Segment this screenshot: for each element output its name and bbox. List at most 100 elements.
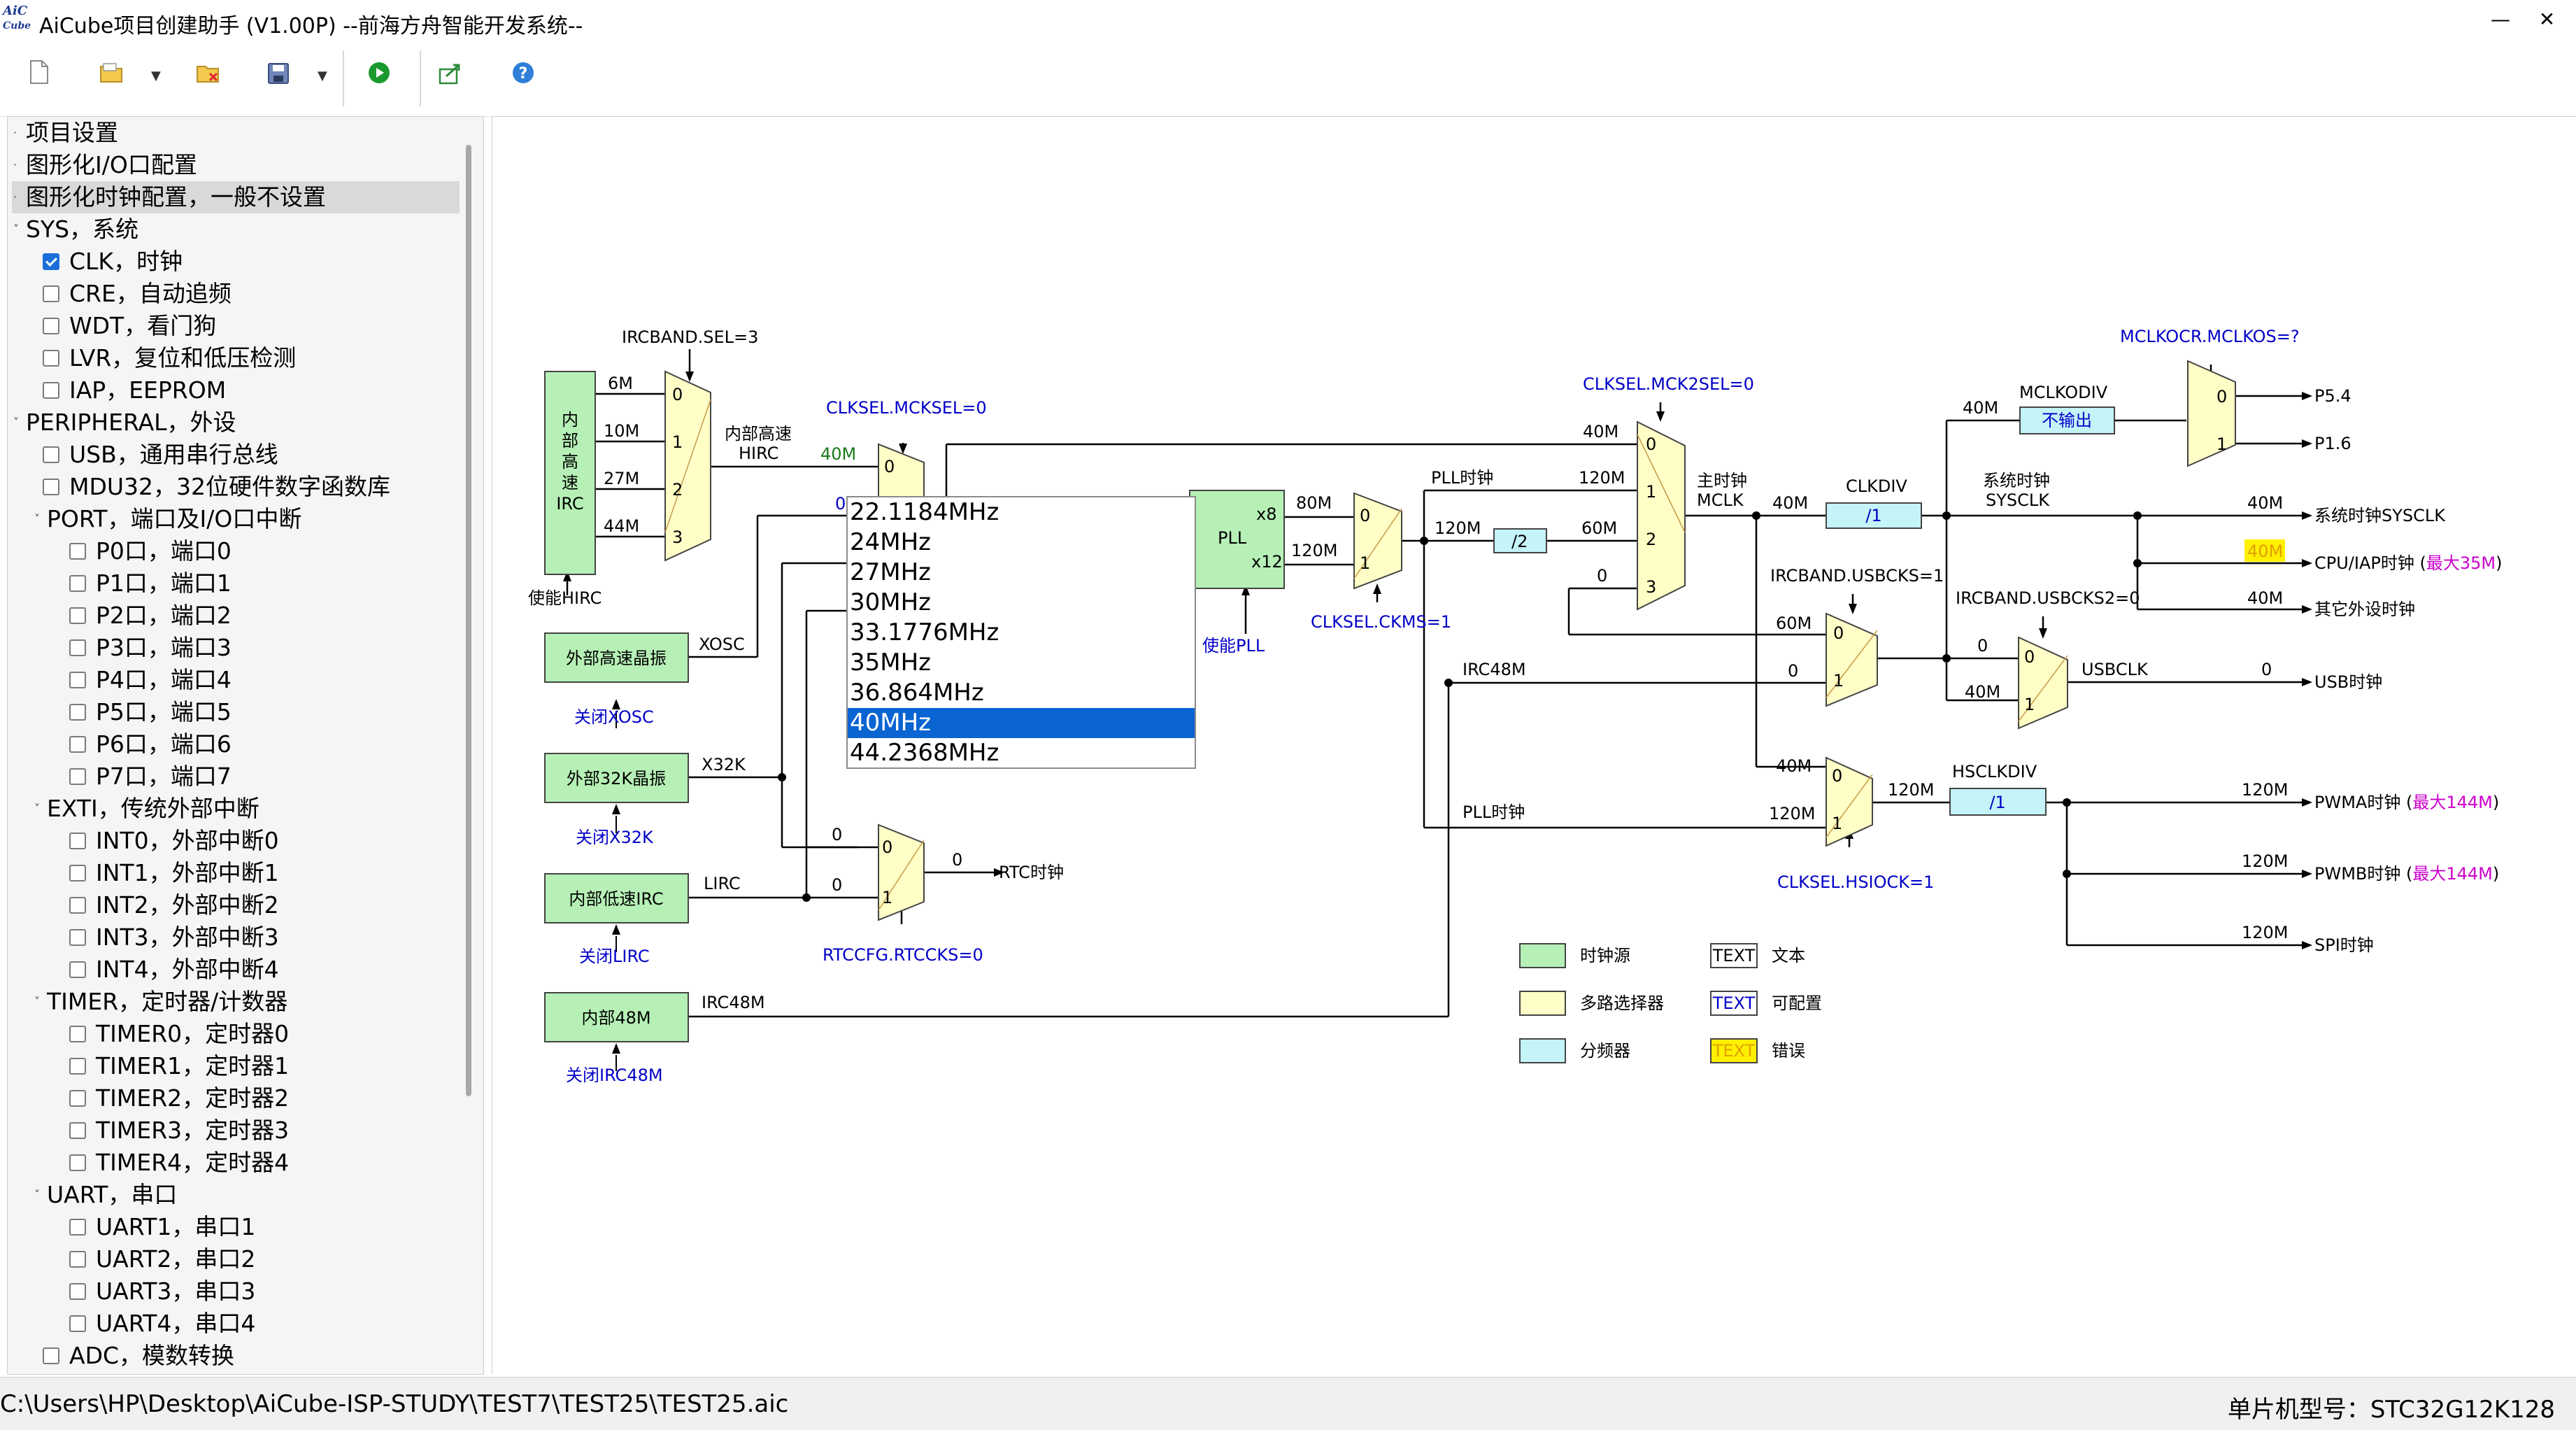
new-file-icon[interactable] <box>21 59 57 95</box>
dropdown-option[interactable]: 27MHz <box>850 558 932 586</box>
checkbox[interactable] <box>69 1122 86 1139</box>
x32k-box[interactable] <box>544 753 689 803</box>
hsiock-label[interactable]: CLKSEL.HSIOCK=1 <box>1777 872 1934 892</box>
checkbox[interactable] <box>69 575 86 592</box>
tree-item[interactable]: ·图形化I/O口配置 <box>12 149 460 181</box>
checkbox[interactable] <box>69 833 86 849</box>
expand-arrow-icon[interactable]: ˅ <box>34 512 40 525</box>
tree-item[interactable]: ˅SYS，系统 <box>12 213 460 246</box>
enable-pll-label[interactable]: 使能PLL <box>1202 636 1265 656</box>
clkdiv-value[interactable]: /1 <box>1865 506 1881 525</box>
expand-arrow-icon[interactable]: ˅ <box>13 222 19 236</box>
checkbox[interactable] <box>69 929 86 946</box>
ircband-sel-label[interactable]: IRCBAND.SEL=3 <box>622 327 758 347</box>
tree-item[interactable]: ˅UART，串口 <box>12 1179 460 1211</box>
tree-item[interactable]: INT4，外部中断4 <box>12 954 460 986</box>
checkbox[interactable] <box>69 1219 86 1236</box>
open-folder-icon[interactable] <box>94 59 130 95</box>
checkbox[interactable] <box>69 672 86 688</box>
dropdown-option[interactable]: 44.2368MHz <box>850 739 999 767</box>
tree-item[interactable]: UART1，串口1 <box>12 1211 460 1243</box>
open-dropdown-arrow[interactable]: ▼ <box>151 69 161 83</box>
ckms-label[interactable]: CLKSEL.CKMS=1 <box>1311 612 1451 632</box>
tree-item[interactable]: P3口，端口3 <box>12 632 460 664</box>
checkbox[interactable] <box>69 704 86 721</box>
tree-item[interactable]: UART4，串口4 <box>12 1308 460 1340</box>
tree-item[interactable]: ˅EXTI，传统外部中断 <box>12 793 460 825</box>
checkbox[interactable] <box>69 639 86 656</box>
lirc-disable[interactable]: 关闭LIRC <box>579 947 650 966</box>
checkbox[interactable] <box>43 446 59 463</box>
close-button[interactable]: ✕ <box>2538 8 2556 31</box>
tree-item[interactable]: TIMER2，定时器2 <box>12 1082 460 1114</box>
checkbox[interactable] <box>69 768 86 785</box>
rtccks-label[interactable]: RTCCFG.RTCCKS=0 <box>823 945 983 965</box>
checkbox[interactable] <box>69 1251 86 1268</box>
help-icon[interactable]: ? <box>505 59 541 95</box>
tree-item[interactable]: INT0，外部中断0 <box>12 825 460 857</box>
tree-item[interactable]: P5口，端口5 <box>12 696 460 728</box>
dropdown-option[interactable]: 30MHz <box>850 588 932 616</box>
tree-item[interactable]: TIMER0，定时器0 <box>12 1018 460 1050</box>
checkbox[interactable] <box>69 543 86 560</box>
lirc-box[interactable] <box>544 873 689 923</box>
hsclkdiv-value[interactable]: /1 <box>1989 793 2005 812</box>
dropdown-option[interactable]: 33.1776MHz <box>850 618 999 646</box>
checkbox[interactable] <box>43 479 59 495</box>
irc48m-box[interactable] <box>544 992 689 1042</box>
mclkodiv-box[interactable] <box>2019 406 2115 434</box>
run-icon[interactable] <box>361 59 397 95</box>
tree-item[interactable]: P2口，端口2 <box>12 600 460 632</box>
minimize-button[interactable]: — <box>2491 8 2510 31</box>
tree-item[interactable]: INT3，外部中断3 <box>12 921 460 954</box>
expand-arrow-icon[interactable]: ˅ <box>34 995 40 1008</box>
mck2sel-label[interactable]: CLKSEL.MCK2SEL=0 <box>1583 374 1754 394</box>
tree-item[interactable]: MDU32，32位硬件数字函数库 <box>12 471 460 503</box>
checkbox[interactable] <box>43 318 59 334</box>
checkbox[interactable] <box>43 1347 59 1364</box>
tree-item[interactable]: ·项目设置 <box>12 117 460 149</box>
tree-item[interactable]: CLK，时钟 <box>12 246 460 278</box>
tree-item[interactable]: ˅TIMER，定时器/计数器 <box>12 986 460 1018</box>
mclkos-mux[interactable] <box>2187 360 2236 467</box>
checkbox[interactable] <box>69 1154 86 1171</box>
xosc-box[interactable] <box>544 632 689 683</box>
x32k-disable[interactable]: 关闭X32K <box>576 828 654 847</box>
mclkodiv-value[interactable]: 不输出 <box>2042 411 2092 430</box>
mck2sel-mux[interactable] <box>1637 420 1686 611</box>
tree-item[interactable]: WDT，看门狗 <box>12 310 460 342</box>
checkbox[interactable] <box>69 961 86 978</box>
dropdown-option[interactable]: 40MHz <box>848 708 1195 738</box>
checkbox[interactable] <box>43 285 59 302</box>
checkbox[interactable] <box>69 897 86 914</box>
xosc-disable[interactable]: 关闭XOSC <box>574 707 654 727</box>
ckms-mux[interactable] <box>1353 492 1402 590</box>
dropdown-option[interactable]: 36.864MHz <box>850 679 984 707</box>
expand-arrow-icon[interactable]: ˅ <box>34 802 40 815</box>
tree-item[interactable]: ·图形化时钟配置，一般不设置 <box>12 181 460 213</box>
tree-item[interactable]: ˅PORT，端口及I/O口中断 <box>12 503 460 535</box>
usbcks-mux[interactable] <box>1826 612 1878 707</box>
checkbox[interactable] <box>69 1058 86 1075</box>
hsiock-mux[interactable] <box>1826 756 1873 847</box>
pll-box[interactable] <box>1189 490 1285 589</box>
checkbox[interactable] <box>69 1026 86 1042</box>
tree-item[interactable]: TIMER3，定时器3 <box>12 1114 460 1147</box>
tree-item[interactable]: UART2，串口2 <box>12 1243 460 1275</box>
tree-item[interactable]: ˅PERIPHERAL，外设 <box>12 406 460 439</box>
tree-item[interactable]: P6口，端口6 <box>12 728 460 760</box>
checkbox[interactable] <box>69 865 86 882</box>
internal-irc-box[interactable] <box>544 371 596 575</box>
irc48m-disable[interactable]: 关闭IRC48M <box>566 1066 663 1085</box>
rtc-mux[interactable] <box>878 823 925 921</box>
tree-item[interactable]: CRE，自动追频 <box>12 278 460 310</box>
mclkocr-label[interactable]: MCLKOCR.MCLKOS=? <box>2120 327 2300 346</box>
checkbox[interactable] <box>69 1315 86 1332</box>
tree-item[interactable]: LVR，复位和低压检测 <box>12 342 460 374</box>
tree-item[interactable]: IAP，EEPROM <box>12 374 460 406</box>
mcksel-label[interactable]: CLKSEL.MCKSEL=0 <box>826 398 987 418</box>
tree-item[interactable]: P4口，端口4 <box>12 664 460 696</box>
export-icon[interactable] <box>432 59 469 95</box>
checkbox[interactable] <box>69 1283 86 1300</box>
tree-item[interactable]: ADC，模数转换 <box>12 1340 460 1372</box>
